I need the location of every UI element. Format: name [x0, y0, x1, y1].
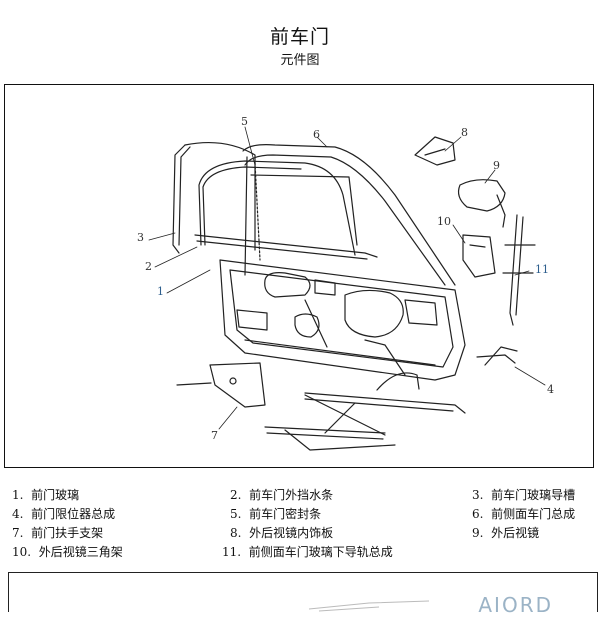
door-components-figure: 5 6 8 9 10 3 2 1 11 4 7	[4, 84, 594, 468]
legend-item: 4. 前门限位器总成	[12, 505, 115, 522]
callout-1: 1	[157, 285, 164, 298]
legend-number: 1.	[12, 488, 24, 502]
legend-text: 前门玻璃	[31, 488, 80, 502]
page-title: 前车门	[269, 26, 330, 48]
callout-2: 2	[145, 260, 152, 273]
exploded-door-diagram	[148, 126, 546, 451]
callout-6: 6	[313, 128, 320, 141]
legend-item: 11. 前侧面车门玻璃下导轨总成	[222, 543, 393, 560]
legend-text: 前侧面车门玻璃下导轨总成	[248, 545, 393, 559]
legend-text: 前侧面车门总成	[491, 507, 576, 521]
legend-text: 前车门外挡水条	[249, 488, 334, 502]
parts-legend: 1. 前门玻璃 2. 前车门外挡水条 3. 前车门玻璃导槽 4. 前门限位器总成…	[12, 486, 600, 562]
legend-item: 3. 前车门玻璃导槽	[472, 486, 575, 503]
callout-3: 3	[137, 231, 144, 244]
callout-7: 7	[211, 429, 218, 442]
callout-8: 8	[461, 126, 468, 139]
legend-number: 4.	[12, 507, 24, 521]
legend-text: 外后视镜内饰板	[249, 526, 334, 540]
legend-text: 前车门玻璃导槽	[491, 488, 576, 502]
legend-text: 前车门密封条	[249, 507, 322, 521]
callout-9: 9	[493, 159, 500, 172]
callout-4: 4	[547, 383, 554, 396]
legend-text: 外后视镜	[491, 526, 540, 540]
legend-text: 外后视镜三角架	[38, 545, 123, 559]
legend-number: 6.	[472, 507, 484, 521]
legend-text: 前门限位器总成	[31, 507, 116, 521]
next-figure-frame: AIORD	[8, 572, 598, 617]
legend-text: 前门扶手支架	[31, 526, 104, 540]
callout-11: 11	[535, 263, 549, 276]
legend-number: 3.	[472, 488, 484, 502]
legend-number: 8.	[230, 526, 242, 540]
legend-item: 2. 前车门外挡水条	[230, 486, 333, 503]
legend-number: 7.	[12, 526, 24, 540]
page-subtitle: 元件图	[280, 53, 320, 68]
callout-10: 10	[437, 215, 451, 228]
legend-number: 9.	[472, 526, 484, 540]
legend-number: 2.	[230, 488, 242, 502]
legend-number: 10.	[12, 545, 32, 559]
legend-number: 5.	[230, 507, 242, 521]
legend-item: 10. 外后视镜三角架	[12, 543, 123, 560]
callout-5: 5	[241, 115, 248, 128]
legend-item: 5. 前车门密封条	[230, 505, 321, 522]
partial-text: AIORD	[478, 593, 553, 617]
legend-item: 1. 前门玻璃	[12, 486, 79, 503]
legend-item: 6. 前侧面车门总成	[472, 505, 575, 522]
legend-item: 9. 外后视镜	[472, 524, 539, 541]
legend-item: 7. 前门扶手支架	[12, 524, 103, 541]
legend-number: 11.	[222, 545, 242, 559]
legend-item: 8. 外后视镜内饰板	[230, 524, 333, 541]
